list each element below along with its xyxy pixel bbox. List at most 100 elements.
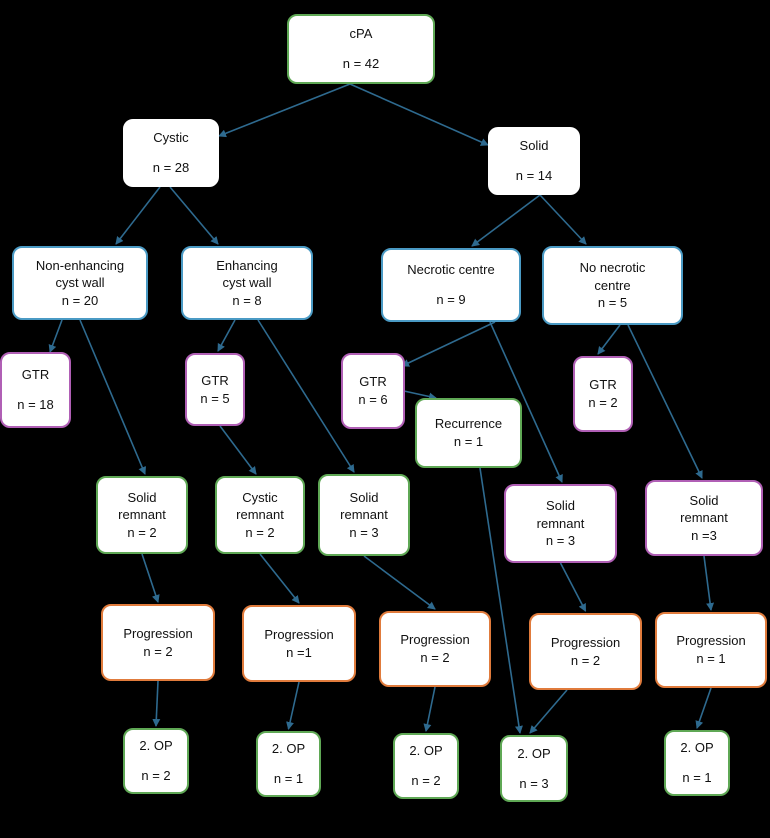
node-label: n = 8 (232, 292, 262, 308)
edge-rem2-to-prog2 (259, 553, 300, 604)
edge-prog3-to-op3 (423, 686, 436, 732)
edge-gtr3-to-recurrence (403, 390, 437, 401)
node-label: Solid (689, 492, 719, 508)
node-op2: 2. OP n = 1 (256, 731, 321, 797)
edge-necrotic-to-rem4 (489, 321, 563, 483)
node-label: Progression (400, 632, 470, 648)
node-recurrence: Recurrence n = 1 (415, 398, 522, 468)
node-label: GTR (21, 367, 50, 383)
node-label: Solid (127, 489, 157, 505)
node-label: Progression (676, 633, 746, 649)
edge-prog5-to-op5 (695, 687, 712, 729)
node-solid: Solid n = 14 (488, 127, 580, 195)
node-label: Solid (349, 489, 379, 505)
node-prog5: Progression n = 1 (655, 612, 767, 688)
node-label: n = 2 (588, 395, 618, 410)
node-label: n =3 (691, 527, 717, 543)
edge-gtr2-to-rem2 (219, 425, 257, 475)
node-label: n = 9 (436, 292, 466, 307)
node-label: 2. OP (409, 743, 443, 759)
edge-recurrence-to-op4 (479, 467, 523, 734)
edge-nonecrotic-to-gtr4 (597, 324, 621, 355)
node-label: n = 2 (141, 768, 171, 783)
node-label: n = 3 (349, 524, 379, 540)
node-label: Progression (123, 625, 193, 641)
node-gtr3: GTR n = 6 (341, 353, 405, 429)
edge-nonenh-to-rem1 (79, 319, 146, 475)
node-label: n = 6 (358, 392, 388, 407)
node-label: n = 5 (597, 295, 628, 311)
node-label: remnant (680, 510, 728, 526)
node-label: remnant (340, 507, 388, 523)
node-prog4: Progression n = 2 (529, 613, 642, 690)
edge-solid-to-necrotic (471, 194, 541, 247)
node-label: GTR (359, 374, 387, 390)
node-op5: 2. OP n = 1 (664, 730, 730, 796)
node-label: 2. OP (271, 741, 306, 757)
node-label: 2. OP (139, 738, 173, 754)
node-label: remnant (118, 507, 166, 523)
node-label: Solid (519, 138, 549, 154)
node-label: n = 20 (61, 292, 99, 308)
edge-enh-to-rem3 (257, 319, 355, 473)
node-label: 2. OP (517, 745, 551, 761)
edge-rem5-to-prog5 (703, 555, 715, 611)
node-label: Solid (546, 498, 575, 514)
edge-rem4-to-prog4 (559, 562, 587, 612)
edge-cystic-to-nonenh (115, 186, 161, 245)
node-label: n = 2 (245, 524, 275, 540)
node-label: n = 1 (696, 651, 726, 666)
edge-nonecrotic-to-rem5 (627, 324, 703, 479)
node-op3: 2. OP n = 2 (393, 733, 459, 799)
node-label: n = 2 (570, 652, 601, 668)
edge-rem3-to-prog3 (363, 555, 436, 610)
node-label: n = 3 (545, 533, 576, 549)
node-label: n = 1 (453, 434, 484, 449)
edge-prog2-to-op2 (286, 681, 300, 730)
node-label: n = 1 (682, 770, 712, 785)
node-label: n = 5 (200, 390, 230, 406)
node-label: n = 2 (420, 650, 450, 665)
node-label: cyst wall (222, 275, 272, 291)
node-label: remnant (536, 515, 585, 531)
node-label: n = 1 (273, 771, 304, 786)
edge-rem1-to-prog1 (141, 553, 160, 603)
node-label: n = 2 (411, 773, 441, 788)
node-label: No necrotic (579, 260, 646, 276)
node-gtr4: GTR n = 2 (573, 356, 633, 432)
edge-prog1-to-op1 (152, 680, 161, 727)
edge-root-to-solid (349, 83, 489, 146)
edge-solid-to-nonecrotic (539, 194, 587, 245)
node-label: GTR (589, 377, 617, 393)
node-label: centre (594, 277, 631, 293)
node-label: Progression (550, 634, 621, 650)
edge-cystic-to-enh (169, 186, 219, 245)
node-label: Recurrence (434, 416, 503, 432)
node-label: n = 28 (152, 160, 190, 175)
node-label: n = 2 (127, 524, 157, 540)
edge-necrotic-to-gtr3 (401, 321, 496, 367)
node-label: n = 14 (515, 168, 553, 183)
node-label: cyst wall (55, 275, 105, 291)
edge-root-to-cystic (218, 83, 351, 138)
node-op1: 2. OP n = 2 (123, 728, 189, 794)
node-prog3: Progression n = 2 (379, 611, 491, 687)
node-label: Cystic (242, 489, 278, 505)
node-label: 2. OP (680, 740, 714, 756)
